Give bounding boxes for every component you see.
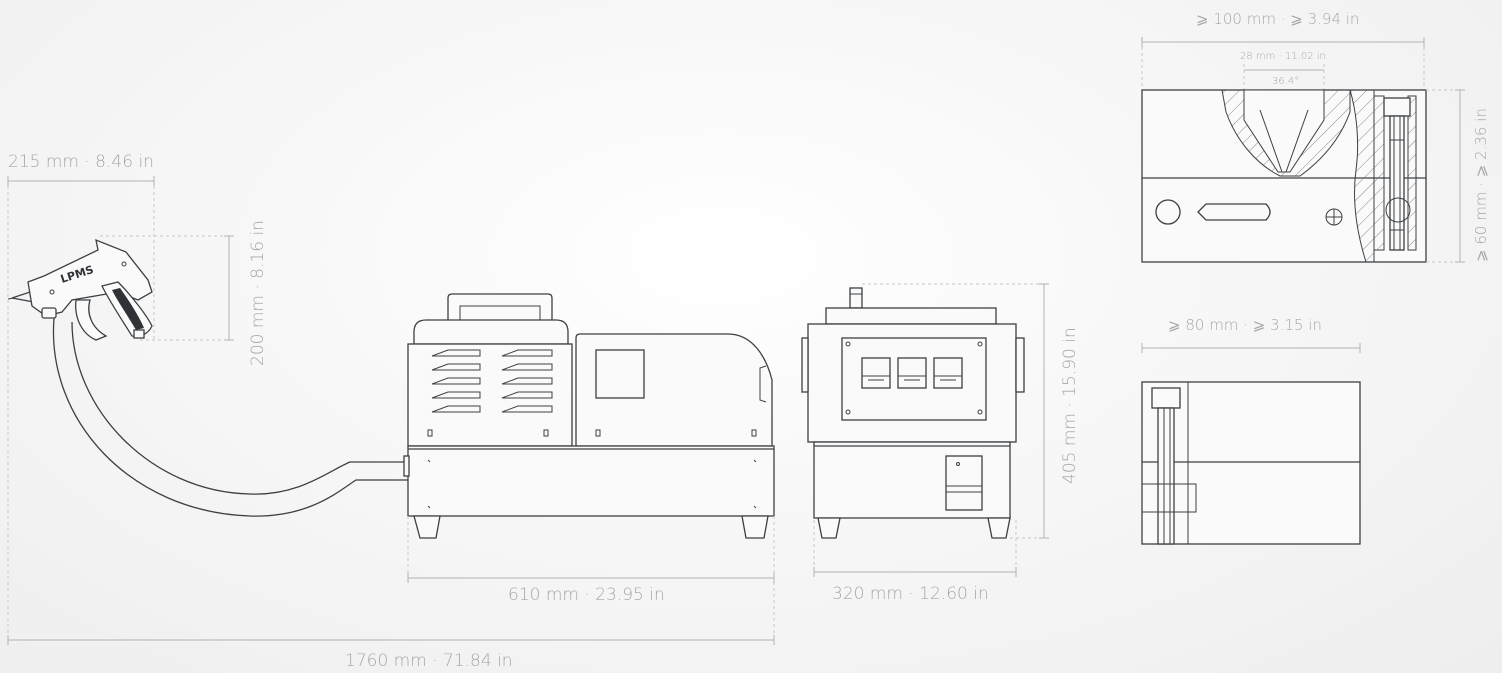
unit-length-dimension [407, 516, 775, 640]
unit-depth-label: 320 mm · 12.60 in [832, 584, 989, 604]
unit-height-label: 405 mm · 15.90 in [1060, 327, 1080, 484]
nozzle-angle-label: 36.4° [1272, 76, 1300, 87]
unit-length-label: 610 mm · 23.95 in [508, 585, 665, 605]
gun-height-label: 200 mm · 8.16 in [248, 220, 268, 366]
overall-length-dimension [7, 635, 775, 645]
unit-front-view [801, 287, 1025, 539]
front-dimension-lines [813, 283, 1049, 577]
nozzle-width-label: 28 mm · 11.02 in [1240, 51, 1326, 62]
unit-side-view [403, 293, 775, 539]
mold-height-label: ⩾ 60 mm · ⩾ 2.36 in [1472, 108, 1490, 262]
gun-grip-accent [112, 288, 144, 330]
gun-dimension-lines [7, 176, 234, 640]
mold-section-view [1141, 37, 1465, 263]
mold-side-view [1141, 343, 1361, 545]
gun-width-label: 215 mm · 8.46 in [8, 152, 154, 172]
overall-length-label: 1760 mm · 71.84 in [345, 651, 513, 671]
mold-width-label: ⩾ 100 mm · ⩾ 3.94 in [1196, 10, 1360, 28]
mold-depth-label: ⩾ 80 mm · ⩾ 3.15 in [1168, 316, 1322, 334]
dispensing-gun: LPMS [7, 238, 408, 517]
